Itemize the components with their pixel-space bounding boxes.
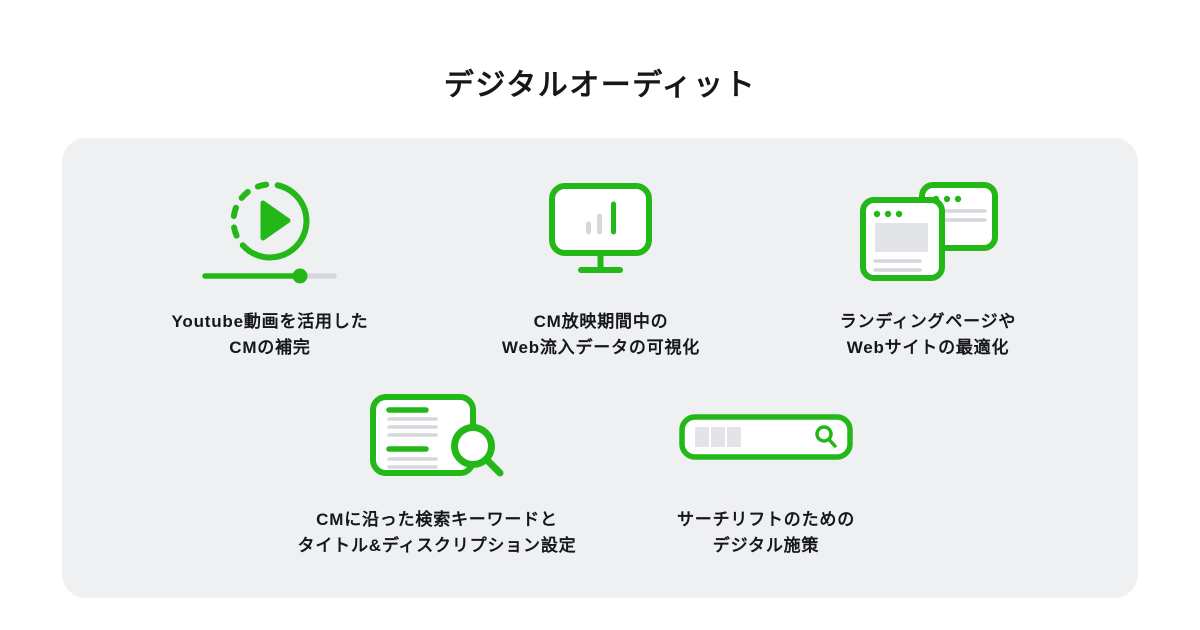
browser-windows-icon-svg	[860, 182, 998, 281]
search-bar-icon-svg	[679, 414, 853, 460]
feature-label-line-1: CMに沿った検索キーワードと	[316, 510, 558, 529]
feature-label-line-2: Webサイトの最適化	[846, 338, 1010, 357]
features-card: Youtube動画を活用した CMの補完 CM放映期間中の Web流入データの可…	[62, 138, 1138, 598]
document-search-icon-svg	[370, 394, 504, 477]
feature-label: CMに沿った検索キーワードと タイトル&ディスクリプション設定	[267, 507, 607, 559]
video-play-icon-svg	[202, 181, 337, 284]
feature-label-line-1: Youtube動画を活用した	[171, 312, 369, 331]
feature-label-line-2: デジタル施策	[712, 536, 820, 555]
feature-label: ランディングページや Webサイトの最適化	[768, 309, 1088, 361]
feature-label-line-2: タイトル&ディスクリプション設定	[297, 536, 577, 555]
feature-label: サーチリフトのための デジタル施策	[606, 507, 926, 559]
feature-search-lift: サーチリフトのための デジタル施策	[606, 394, 926, 559]
feature-label: CM放映期間中の Web流入データの可視化	[441, 309, 761, 361]
feature-search-keywords: CMに沿った検索キーワードと タイトル&ディスクリプション設定	[267, 394, 607, 559]
feature-youtube-cm: Youtube動画を活用した CMの補完	[110, 180, 430, 361]
monitor-bar-chart-icon-svg	[549, 183, 652, 273]
search-bar-icon	[606, 394, 926, 507]
page-title: デジタルオーディット	[443, 69, 757, 102]
monitor-bar-chart-icon	[441, 180, 761, 309]
document-search-icon	[267, 394, 607, 507]
feature-label-line-2: Web流入データの可視化	[501, 338, 701, 357]
feature-web-traffic: CM放映期間中の Web流入データの可視化	[441, 180, 761, 361]
feature-lp-optimization: ランディングページや Webサイトの最適化	[768, 180, 1088, 361]
feature-label: Youtube動画を活用した CMの補完	[110, 309, 430, 361]
feature-label-line-1: ランディングページや	[839, 312, 1017, 331]
feature-label-line-2: CMの補完	[229, 338, 311, 357]
feature-label-line-1: CM放映期間中の	[533, 312, 669, 331]
video-play-icon	[110, 180, 430, 309]
feature-label-line-1: サーチリフトのための	[677, 510, 855, 529]
browser-windows-icon	[768, 180, 1088, 309]
